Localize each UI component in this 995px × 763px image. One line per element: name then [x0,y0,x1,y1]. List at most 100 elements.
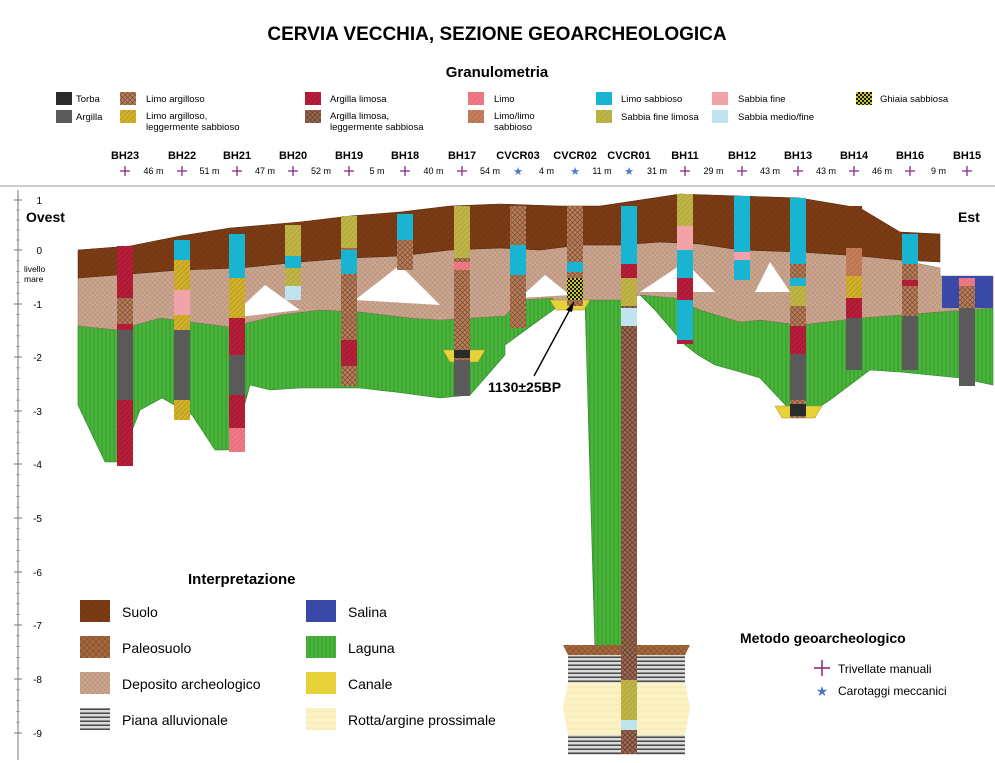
borehole-name-bh13: BH13 [784,150,812,162]
method-core-label: Carotaggi meccanici [838,684,947,698]
axis-tick-label: 1 [36,196,42,207]
borehole-name-bh23: BH23 [111,150,139,162]
cross-icon [737,166,747,176]
legend-swatch-sabbia-fine-limosa [596,110,612,123]
column-bh14-layer-4 [846,298,862,318]
legend-swatch-argilla-limosa-sabbiosa [305,110,321,123]
borehole-distance: 43 m [760,166,780,176]
cross-icon [232,166,242,176]
star-icon: ★ [570,165,580,178]
column-bh20-layer [285,256,301,268]
legend-swatch-ghiaia-sabbiosa [856,92,872,105]
column-bh13-layer-2 [790,278,806,286]
column-bh12 [734,196,750,280]
star-icon: ★ [816,684,829,700]
column-bh20-layer-2 [285,286,301,300]
column-bh23-layer-2 [117,330,133,400]
axis-tick-label: -4 [33,460,42,471]
borehole-distance: 5 m [369,166,384,176]
legend-label-limo-argilloso: Limo argilloso [146,94,205,105]
granulometry-heading: Granulometria [446,64,549,81]
column-bh22-layer-3 [174,330,190,400]
legend-swatch-laguna [306,636,336,658]
column-bh19-layer [341,216,357,248]
borehole-distance: 43 m [816,166,836,176]
axis-tick-label: -3 [33,407,42,418]
borehole-distance: 52 m [311,166,331,176]
column-bh21-layer-3 [229,355,245,395]
star-icon: ★ [624,165,634,178]
cross-icon [177,166,187,176]
borehole-name-bh11: BH11 [671,150,699,162]
legend-label-rotta: Rotta/argine prossimale [348,712,496,728]
column-bh17-layer-4 [454,360,470,396]
cross-icon [680,166,690,176]
legend-label-ghiaia-sabbiosa: Ghiaia sabbiosa [880,94,949,105]
cross-icon [962,166,972,176]
column-bh16-layer [902,234,918,264]
borehole-distance: 46 m [143,166,163,176]
legend-swatch-sabbia-medio-fine [712,110,728,123]
radiocarbon-date: 1130±25BP [488,379,561,395]
axis-tick-label: -5 [33,514,42,525]
legend-swatch-limo [468,92,484,105]
borehole-name-bh21: BH21 [223,150,251,162]
column-bh21-layer-2 [229,278,245,318]
cross-icon [288,166,298,176]
borehole-distance: 40 m [423,166,443,176]
cross-icon [344,166,354,176]
cross-icon [400,166,410,176]
column-cvcr01-layer-6 [621,720,637,730]
borehole-name-bh16: BH16 [896,150,924,162]
column-cvcr03-layer [510,245,526,275]
column-bh18-layer [397,214,413,240]
cross-icon [457,166,467,176]
column-bh17-layer [454,206,470,258]
legend-label-suolo: Suolo [122,604,158,620]
legend-label-limo: Limo [494,94,515,105]
column-cvcr01-layer-4 [621,308,637,326]
legend-label-sabbia-fine-limosa: Sabbia fine limosa [621,112,699,123]
column-bh16-layer-3 [902,280,918,286]
borehole-distance: 47 m [255,166,275,176]
column-cvcr01-layer-3 [621,278,637,306]
column-bh22-layer [174,240,190,260]
legend-swatch-suolo [80,600,110,622]
borehole-name-cvcr02: CVCR02 [553,150,596,162]
borehole-name-bh14: BH14 [840,150,869,162]
legend-label-piana: Piana alluvionale [122,712,228,728]
figure-title: CERVIA VECCHIA, SEZIONE GEOARCHEOLOGICA [267,24,726,45]
method-heading: Metodo geoarcheologico [740,630,906,646]
column-bh17-layer-3 [454,350,470,358]
method-manual-label: Trivellate manuali [838,662,932,676]
borehole-name-cvcr01: CVCR01 [607,150,650,162]
column-cvcr02-layer-2 [567,278,583,300]
column-bh13-layer-5 [790,354,806,400]
legend-swatch-paleosuolo [80,636,110,658]
axis-tick-label: -1 [33,300,42,311]
legend-swatch-piana [80,708,110,730]
column-bh14-layer-2 [846,248,862,276]
borehole-name-bh12: BH12 [728,150,756,162]
borehole-distance: 11 m [592,166,611,176]
axis-tick-label: -8 [33,675,42,686]
column-bh12-layer [734,252,750,260]
column-bh22-layer-2 [174,290,190,315]
granulometry-legend: Torba Argilla Limo argilloso Limo argill… [56,92,949,133]
column-bh17-layer-2 [454,262,470,270]
legend-label-limo-sabbioso: Limo sabbioso [621,94,682,105]
column-bh23-layer [117,298,133,324]
column-bh11-layer-2 [677,226,693,250]
column-cvcr01-layer-2 [621,264,637,278]
legend-swatch-rotta [306,708,336,730]
column-bh13-layer-6 [790,404,806,416]
borehole-name-bh17: BH17 [448,150,476,162]
borehole-name-bh15: BH15 [953,150,981,162]
cross-icon [814,660,830,676]
column-cvcr02-layer [567,262,583,272]
interpretation-heading: Interpretazione [188,571,296,588]
borehole-name-bh18: BH18 [391,150,419,162]
borehole-distance: 9 m [931,166,946,176]
column-bh21-layer-4 [229,428,245,452]
